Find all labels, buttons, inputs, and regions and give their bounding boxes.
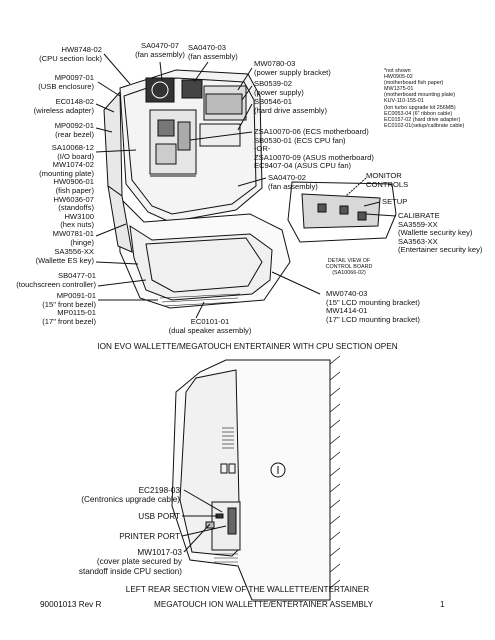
- label-touchscreen-controller: SB0477-01 (touchscreen controller): [16, 271, 96, 289]
- label-power-supply-bracket: MW0780-03 (power supply bracket): [254, 59, 331, 77]
- label-fan-assembly-07: SA0470-07 (fan assembly): [135, 41, 185, 59]
- label-hard-drive: SB0546-01 (hard drive assembly): [254, 97, 328, 115]
- footer-page-number: 1: [440, 600, 445, 609]
- label-speaker: EC0101-01 (dual speaker assembly): [168, 317, 252, 335]
- caption-bottom: LEFT REAR SECTION VIEW OF THE WALLETTE/E…: [125, 585, 370, 594]
- caption-top: ION EVO WALLETTE/MEGATOUCH ENTERTAINER W…: [97, 342, 398, 351]
- footer-title: MEGATOUCH ION WALLETTE/ENTERTAINER ASSEM…: [154, 600, 374, 609]
- not-shown-list: *not shown HW0905-02 (motherboard fish p…: [384, 68, 465, 129]
- label-cpu-lock: HW8748-02 (CPU section lock): [39, 45, 102, 63]
- label-setup: SETUP: [382, 197, 408, 206]
- wall-hatch: [329, 355, 341, 600]
- label-io-board: SA10068-12 (I/O board) MW1074-02 (mounti…: [39, 143, 94, 230]
- lock-icon: [270, 462, 286, 478]
- label-monitor-controls: MONITOR CONTROLS: [366, 171, 409, 189]
- hard-drive: [199, 123, 241, 147]
- label-power-supply: SB0539-02 (power supply): [254, 79, 304, 97]
- label-fan-assembly-02: SA0470-02 (fan assembly): [268, 173, 318, 191]
- label-hinge: MW0781-01 (hinge): [52, 229, 94, 247]
- control-board-detail: [287, 177, 397, 243]
- label-detail-view: DETAIL VIEW OF CONTROL BOARD (SA10066-02…: [325, 258, 373, 277]
- printer-port: [227, 507, 237, 535]
- indicator-right: [228, 463, 236, 474]
- label-motherboard: ZSA10070-06 (ECS motherboard) SB0530-01 …: [254, 127, 374, 171]
- bottom-grill: [214, 553, 238, 563]
- label-printer-port: PRINTER PORT: [119, 532, 180, 541]
- label-calibrate: CALIBRATE SA3559-XX (Wallette security k…: [398, 211, 483, 255]
- vent-grill: [222, 427, 234, 449]
- label-lcd-brackets: MW0740-03 (15" LCD mounting bracket) MW1…: [326, 289, 420, 324]
- label-cover-plate: MW1017-03 (cover plate secured by stando…: [78, 548, 182, 576]
- label-usb-port: USB PORT: [138, 512, 180, 521]
- label-fan-assembly-03: SA0470-03 (fan assembly): [188, 43, 238, 61]
- label-rear-bezel: MP0092-01 (rear bezel): [54, 121, 94, 139]
- indicator-left: [220, 463, 228, 474]
- label-wallette-es-key: SA3556-XX (Wallette ES key): [35, 247, 94, 265]
- speaker-grill: [159, 293, 241, 307]
- label-centronics-cable: EC2198-03 (Centronics upgrade cable): [81, 486, 180, 505]
- label-wireless-adapter: EC0148-02 (wireless adapter): [33, 97, 94, 115]
- label-usb-enclosure: MP0097-01 (USB enclosure): [38, 73, 94, 91]
- footer-doc-number: 90001013 Rev R: [40, 600, 102, 609]
- fan-assembly-right: [181, 79, 203, 99]
- label-front-bezel: MP0091-01 (15" front bezel) MP0115-01 (1…: [42, 291, 96, 326]
